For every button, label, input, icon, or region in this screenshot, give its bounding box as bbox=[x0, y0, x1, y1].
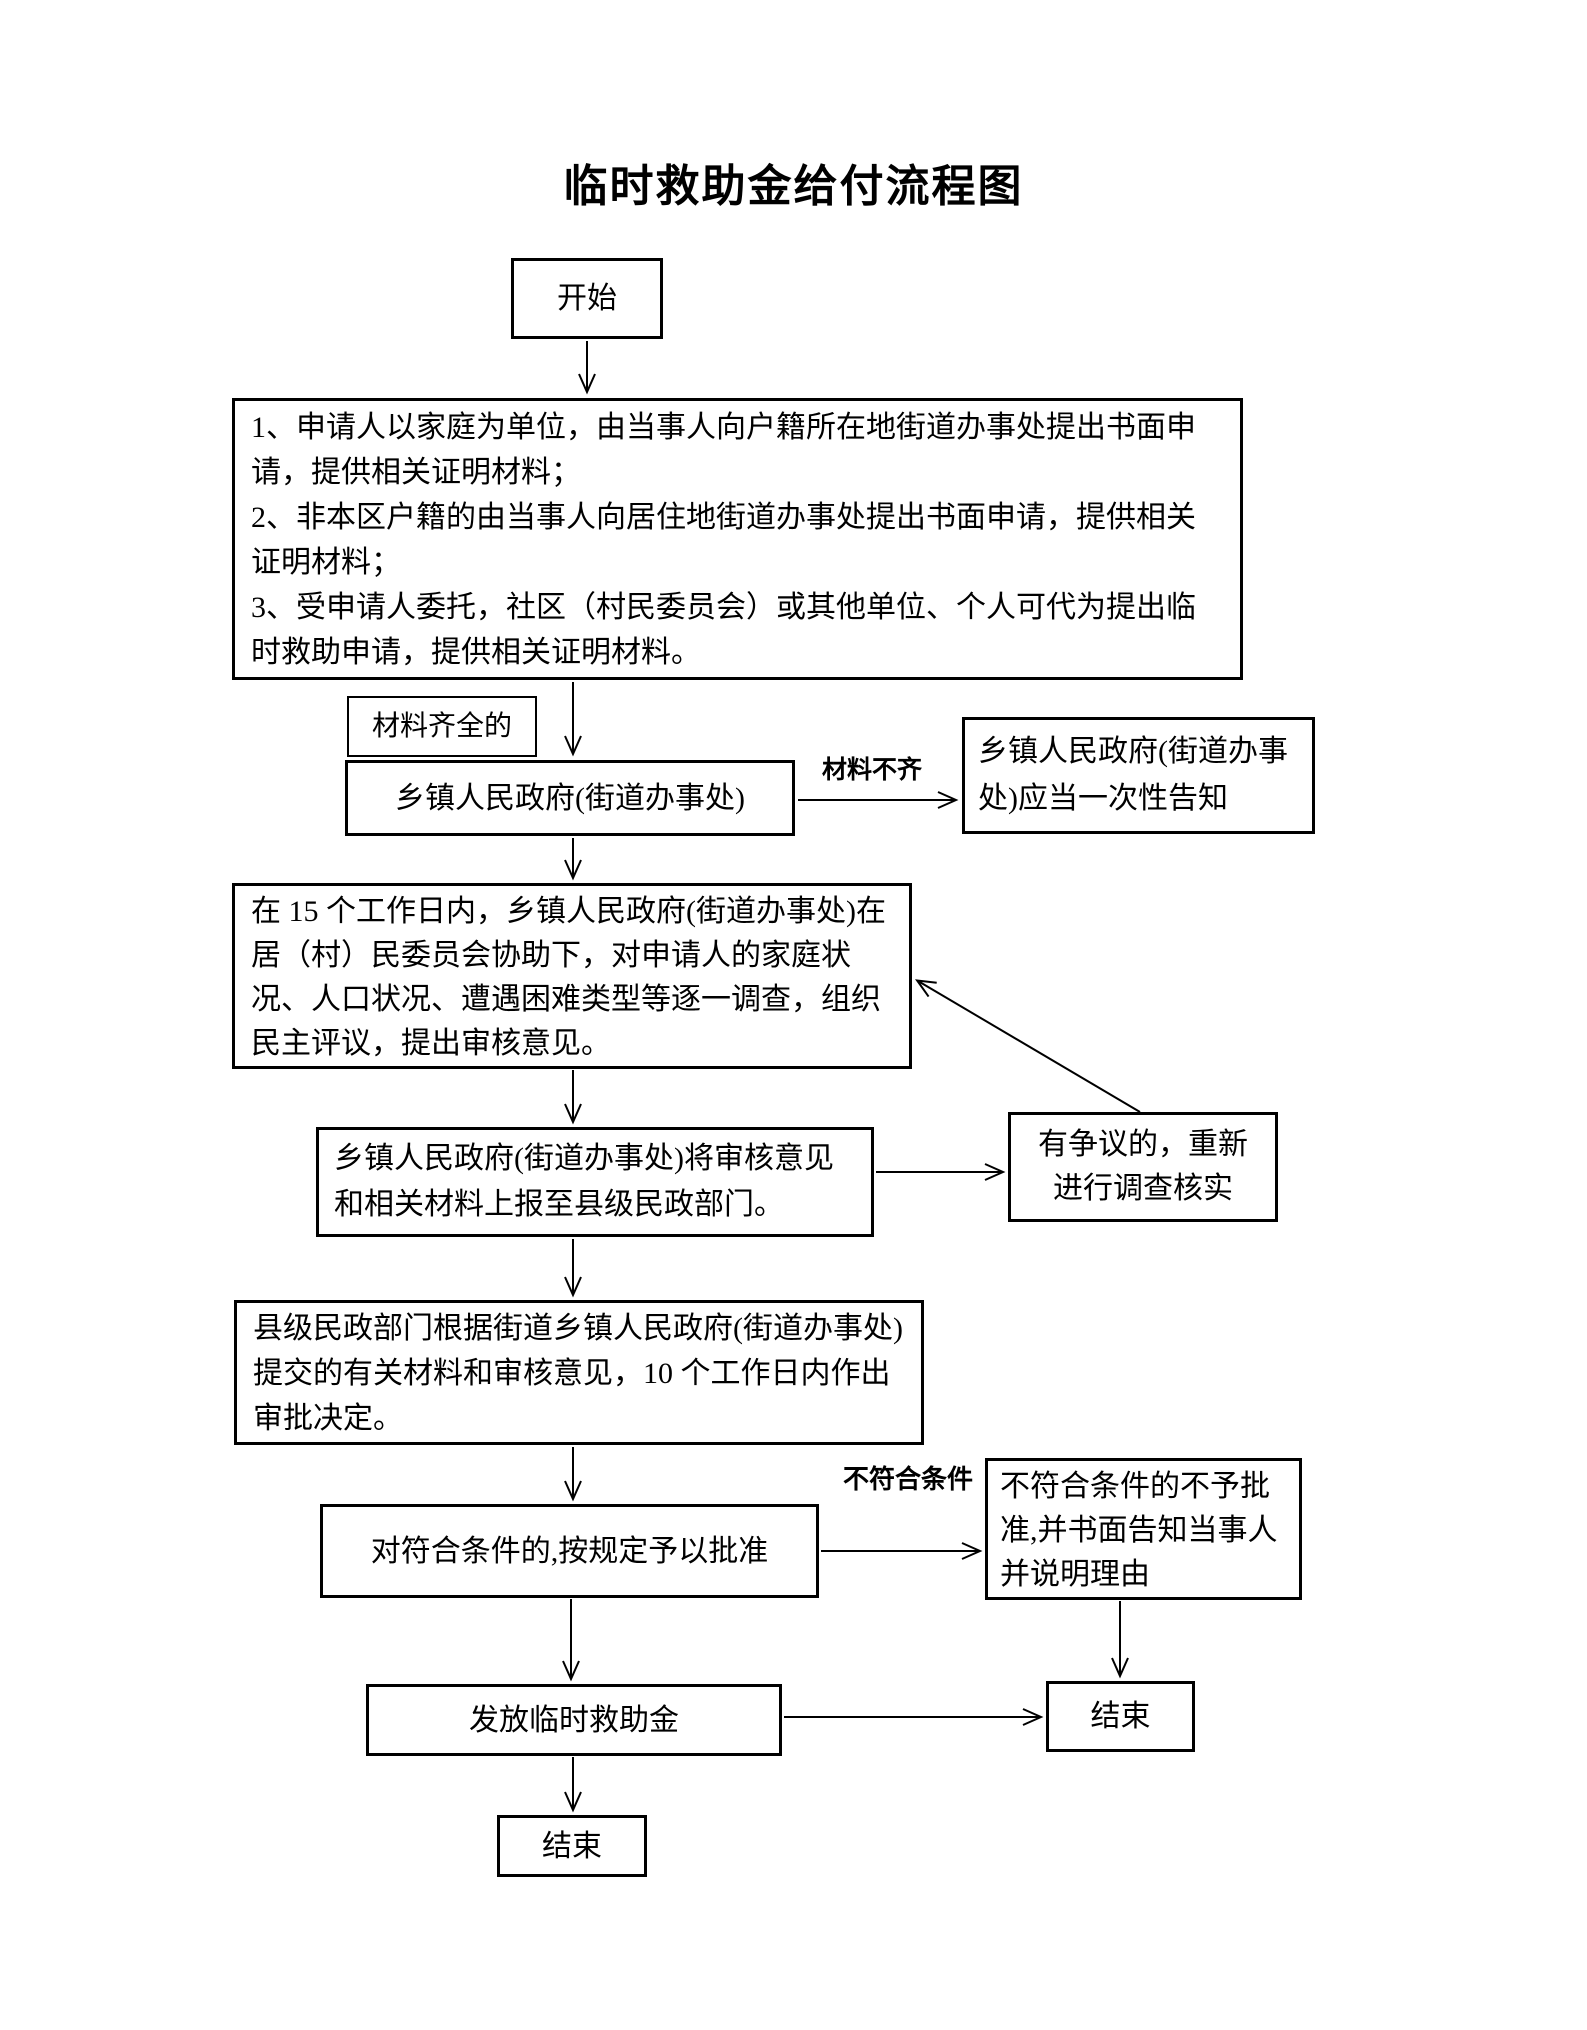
materials-incomplete-label: 材料不齐 bbox=[822, 755, 923, 785]
application-item-3: 3、受申请人委托，社区（村民委员会）或其他单位、个人可代为提出临时救助申请，提供… bbox=[251, 591, 1196, 669]
end-node-bottom: 结束 bbox=[497, 1815, 647, 1877]
application-item-2: 2、非本区户籍的由当事人向居住地街道办事处提出书面申请，提供相关证明材料； bbox=[251, 501, 1196, 579]
county-approval-node: 县级民政部门根据街道乡镇人民政府(街道办事处)提交的有关材料和审核意见，10 个… bbox=[234, 1300, 924, 1445]
one-time-notify-node: 乡镇人民政府(街道办事处)应当一次性告知 bbox=[962, 717, 1315, 834]
start-node: 开始 bbox=[511, 258, 663, 339]
reject-node: 不符合条件的不予批准,并书面告知当事人并说明理由 bbox=[985, 1458, 1302, 1600]
investigation-node: 在 15 个工作日内，乡镇人民政府(街道办事处)在居（村）民委员会协助下，对申请… bbox=[232, 883, 912, 1069]
application-node: 1、申请人以家庭为单位，由当事人向户籍所在地街道办事处提出书面申请，提供相关证明… bbox=[232, 398, 1243, 680]
application-item-1: 1、申请人以家庭为单位，由当事人向户籍所在地街道办事处提出书面申请，提供相关证明… bbox=[251, 411, 1196, 489]
not-qualified-label: 不符合条件 bbox=[843, 1464, 974, 1494]
report-node: 乡镇人民政府(街道办事处)将审核意见和相关材料上报至县级民政部门。 bbox=[316, 1127, 874, 1237]
approve-node: 对符合条件的,按规定予以批准 bbox=[320, 1504, 819, 1598]
township-gov-node: 乡镇人民政府(街道办事处) bbox=[345, 760, 795, 836]
dispute-node: 有争议的，重新进行调查核实 bbox=[1008, 1112, 1278, 1222]
page-title: 临时救助金给付流程图 bbox=[563, 162, 1024, 211]
issue-funds-node: 发放临时救助金 bbox=[366, 1684, 782, 1756]
materials-complete-tag: 材料齐全的 bbox=[347, 696, 537, 757]
arrow-dispute-to-investigate bbox=[915, 979, 1141, 1113]
end-node-right: 结束 bbox=[1046, 1681, 1195, 1752]
